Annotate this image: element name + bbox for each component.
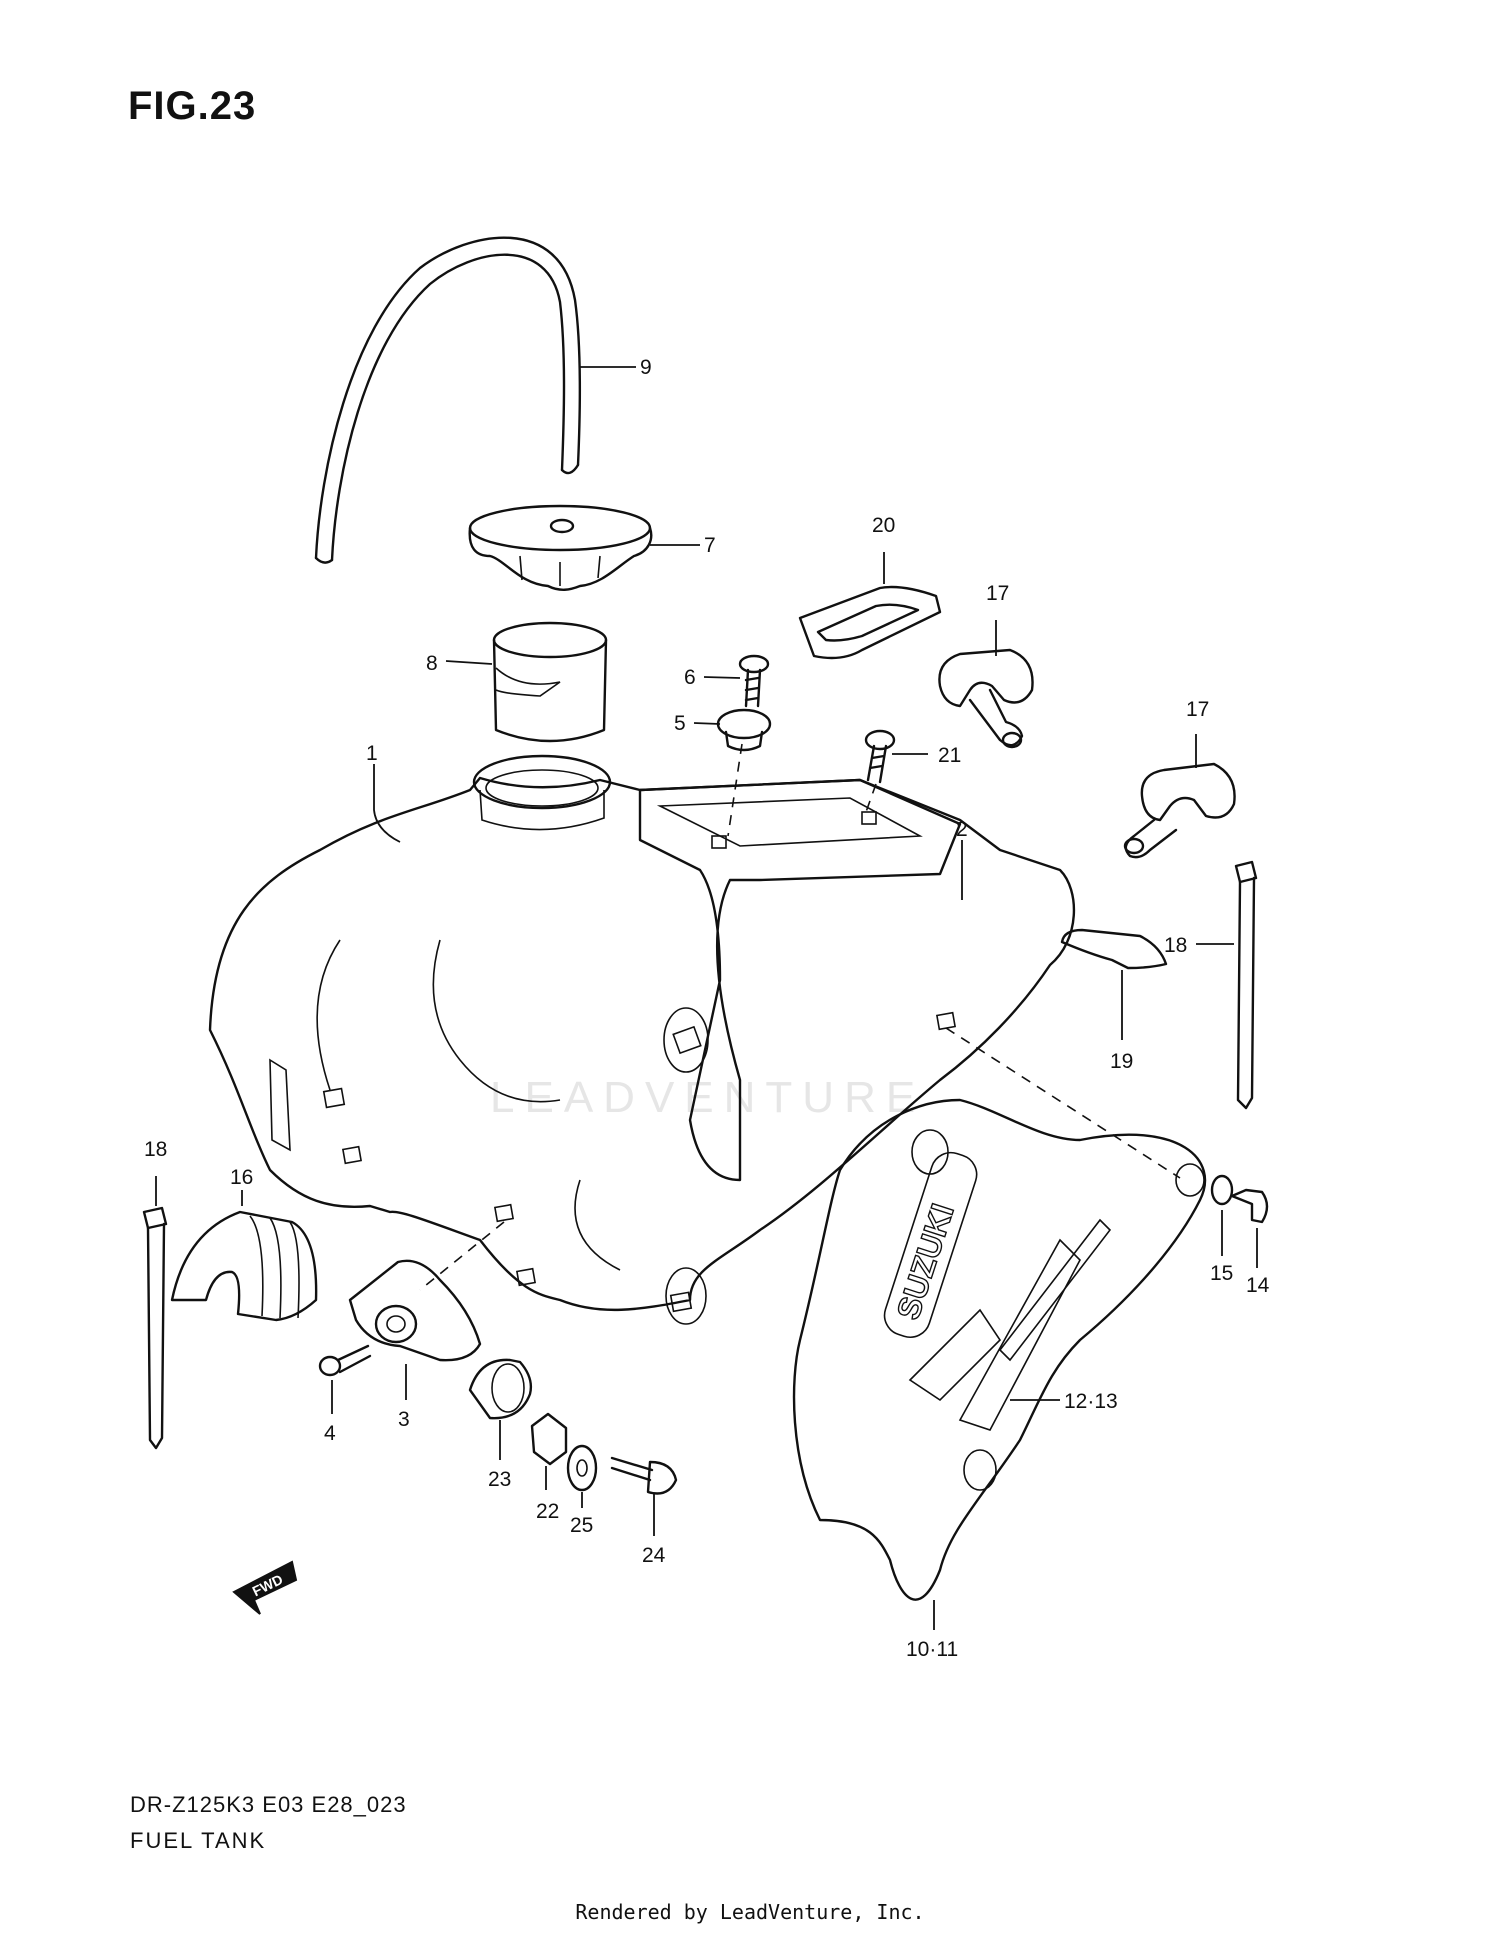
cushion bbox=[1060, 928, 1168, 970]
grommet-23 bbox=[468, 1358, 533, 1420]
washer-25 bbox=[566, 1444, 598, 1492]
collar-22 bbox=[530, 1412, 568, 1466]
emblem-decal bbox=[998, 1218, 1112, 1362]
callout-22: 22 bbox=[536, 1500, 559, 1523]
screw-4 bbox=[318, 1344, 372, 1377]
figure-title: FIG.23 bbox=[128, 84, 257, 128]
callout-15: 15 bbox=[1210, 1262, 1233, 1285]
cushion-rubber bbox=[170, 1210, 318, 1322]
grommet-5 bbox=[716, 708, 772, 752]
cable-tie-right bbox=[1234, 860, 1258, 1110]
bracket-plate bbox=[638, 778, 962, 1182]
callout-17b: 17 bbox=[1186, 698, 1209, 721]
bolt-14 bbox=[1230, 1188, 1269, 1224]
callout-6: 6 bbox=[684, 666, 696, 689]
callout-8: 8 bbox=[426, 652, 438, 675]
washer-15 bbox=[1210, 1174, 1234, 1206]
screw-21 bbox=[864, 729, 896, 784]
callout-12-13: 12·13 bbox=[1064, 1390, 1118, 1413]
callout-3: 3 bbox=[398, 1408, 410, 1431]
cable-tie-left bbox=[142, 1206, 168, 1450]
screw-6 bbox=[738, 654, 770, 708]
callout-9: 9 bbox=[640, 356, 652, 379]
callout-labels: 1 2 3 4 5 6 7 8 9 10·11 12·13 14 15 16 1… bbox=[144, 356, 1270, 1661]
callout-7: 7 bbox=[704, 534, 716, 557]
callout-16: 16 bbox=[230, 1166, 253, 1189]
filler-neck-collar bbox=[492, 621, 608, 743]
fuel-cap bbox=[468, 504, 653, 591]
callout-19: 19 bbox=[1110, 1050, 1133, 1073]
callout-18b: 18 bbox=[144, 1138, 167, 1161]
forward-arrow-icon: FWD bbox=[232, 1560, 298, 1615]
fuel-valve bbox=[348, 1259, 482, 1362]
section-name: FUEL TANK bbox=[130, 1828, 267, 1853]
suzuki-emblem: SUZUKI bbox=[883, 1151, 978, 1338]
breather-hose bbox=[314, 236, 582, 564]
callout-18a: 18 bbox=[1164, 934, 1187, 957]
callout-4: 4 bbox=[324, 1422, 336, 1445]
clamp-upper bbox=[938, 648, 1034, 749]
model-code: DR-Z125K3 E03 E28_023 bbox=[130, 1792, 407, 1817]
callout-17a: 17 bbox=[986, 582, 1009, 605]
callout-21: 21 bbox=[938, 744, 961, 767]
watermark: LEADVENTURE bbox=[490, 1073, 925, 1122]
callout-23: 23 bbox=[488, 1468, 511, 1491]
bolt-24 bbox=[610, 1456, 678, 1495]
callout-1: 1 bbox=[366, 742, 378, 765]
clamp-lower bbox=[1123, 762, 1236, 859]
callout-10-11: 10·11 bbox=[906, 1638, 958, 1661]
callout-14: 14 bbox=[1246, 1274, 1270, 1297]
callout-2: 2 bbox=[956, 818, 968, 841]
leader-lines bbox=[155, 366, 1258, 1630]
rendered-by-credit: Rendered by LeadVenture, Inc. bbox=[575, 1900, 925, 1924]
callout-5: 5 bbox=[674, 712, 686, 735]
callout-25: 25 bbox=[570, 1514, 593, 1537]
callout-24: 24 bbox=[642, 1544, 666, 1567]
callout-20: 20 bbox=[872, 514, 895, 537]
mounting-strap bbox=[798, 585, 942, 660]
fwd-label: FWD bbox=[250, 1571, 286, 1599]
